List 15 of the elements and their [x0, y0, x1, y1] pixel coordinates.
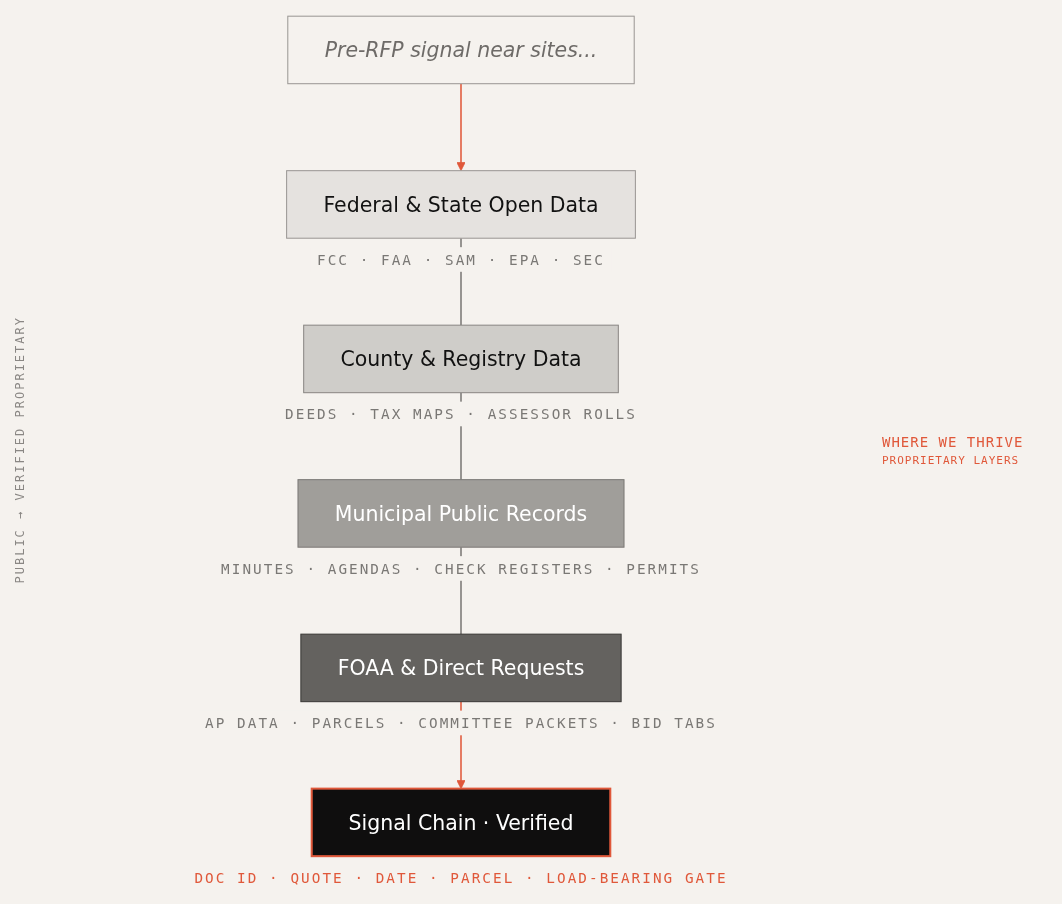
axis-label: PUBLIC → VERIFIED PROPRIETARY [13, 316, 27, 584]
source-list: AP DATA · PARCELS · COMMITTEE PACKETS · BID TABS [205, 714, 717, 731]
bracket-label: PROPRIETARY LAYERS [882, 453, 1021, 467]
arrow [456, 82, 466, 171]
source-list: DEEDS · TAX MAPS · ASSESSOR ROLLS [285, 405, 637, 422]
node-box: County & Registry Data [303, 324, 619, 393]
source-list: FCC · FAA · SAM · EPA · SEC [317, 251, 605, 268]
node-box: Municipal Public Records [297, 478, 625, 548]
node-box: Federal & State Open Data [286, 169, 636, 239]
node-box: Signal Chain · Verified [310, 787, 612, 857]
node-box: Pre-RFP signal near sites... [287, 15, 635, 84]
source-list: MINUTES · AGENDAS · CHECK REGISTERS · PERMITS [221, 560, 701, 577]
node-box: FOAA & Direct Requests [300, 633, 622, 702]
source-list: DOC ID · QUOTE · DATE · PARCEL · LOAD-BEARING GATE [194, 869, 728, 886]
bracket-label: WHERE WE THRIVE [882, 433, 1025, 450]
